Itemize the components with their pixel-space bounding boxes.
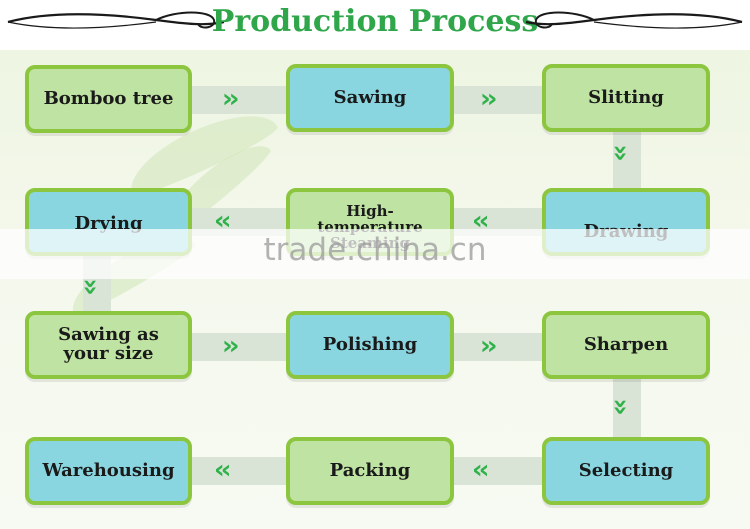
arrow-right-icon: ›› (222, 331, 240, 361)
arrow-left-icon: ‹‹ (214, 455, 232, 485)
step-slitting: Slitting (542, 64, 710, 132)
arrow-left-icon: ‹‹ (472, 206, 490, 236)
step-selecting: Selecting (542, 437, 710, 505)
right-swirl-ornament (525, 11, 743, 29)
watermark-band (0, 229, 750, 279)
arrow-left-icon: ‹‹ (472, 455, 490, 485)
step-polishing: Polishing (286, 311, 454, 379)
step-bomboo-tree: Bomboo tree (25, 65, 192, 133)
left-swirl-ornament (7, 11, 225, 29)
step-sawing-as-your-size: Sawing as your size (25, 311, 192, 379)
arrow-down-icon: ›› (75, 278, 106, 292)
arrow-right-icon: ›› (222, 84, 240, 114)
arrow-left-icon: ‹‹ (214, 206, 232, 236)
watermark: trade.china.cn (263, 232, 487, 268)
step-packing: Packing (286, 437, 454, 505)
arrow-down-icon: ›› (605, 144, 636, 158)
arrow-down-icon: ›› (605, 398, 636, 412)
page-title: Production Process (211, 4, 539, 39)
step-warehousing: Warehousing (25, 437, 192, 505)
step-sawing: Sawing (286, 64, 454, 132)
arrow-right-icon: ›› (480, 331, 498, 361)
arrow-right-icon: ›› (480, 84, 498, 114)
step-sharpen: Sharpen (542, 311, 710, 379)
